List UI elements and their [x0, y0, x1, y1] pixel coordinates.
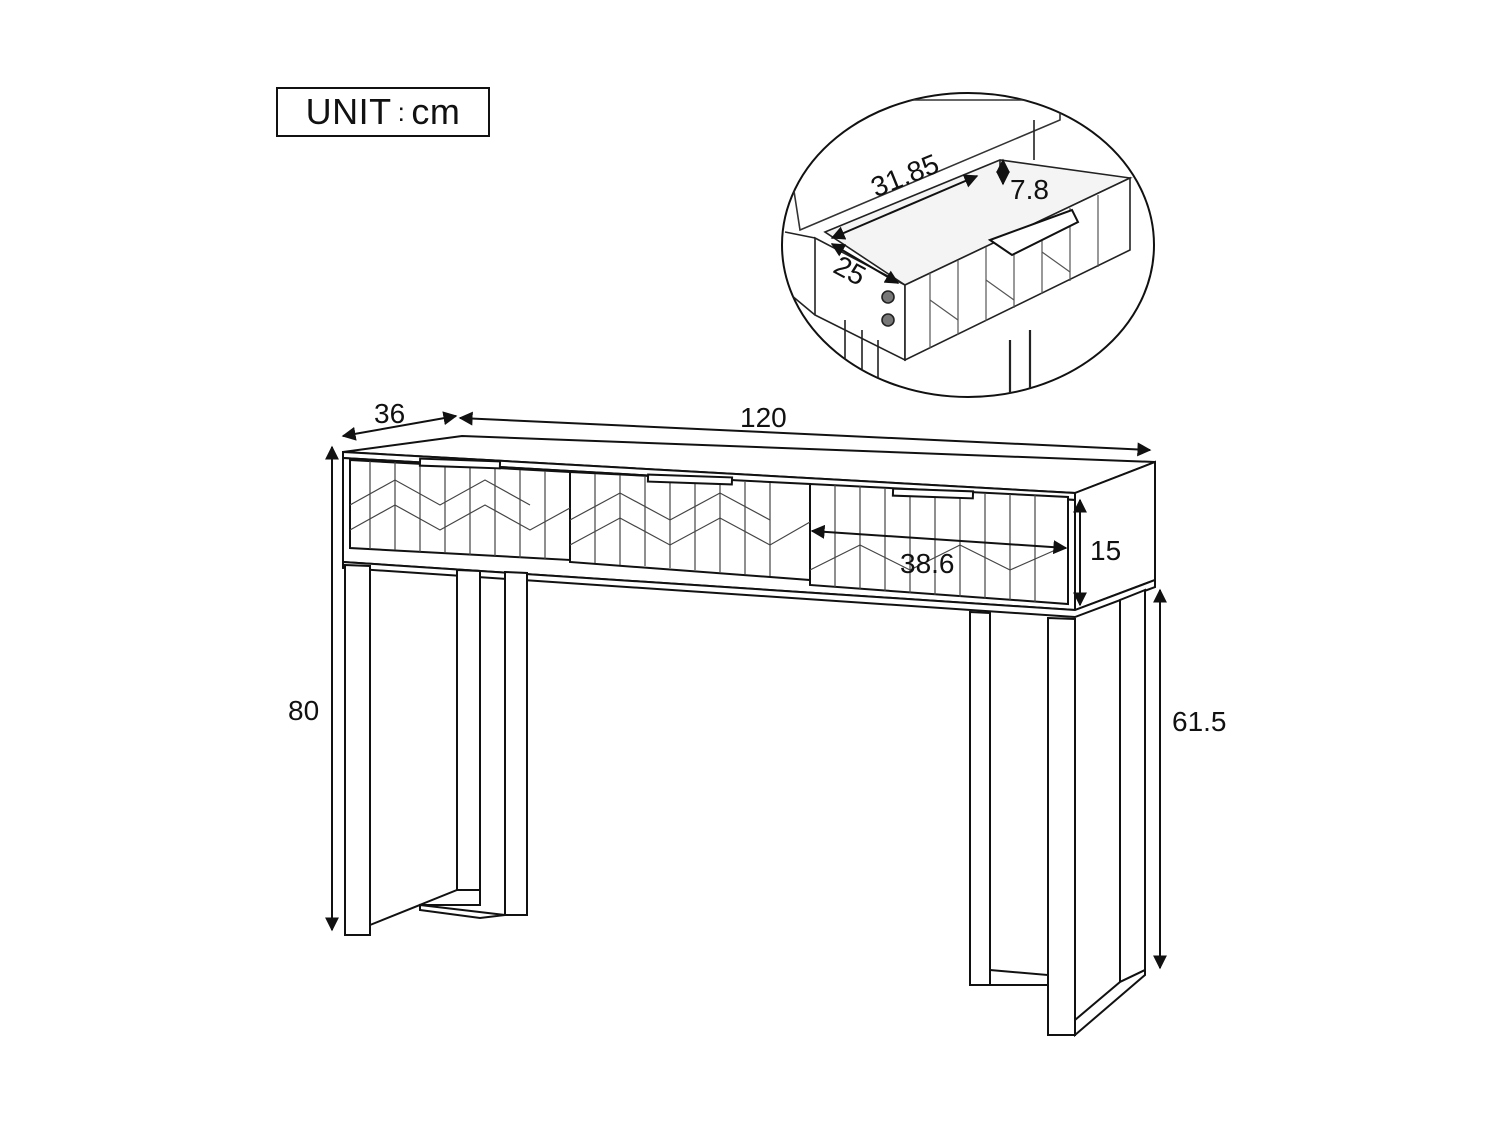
console-table: [342, 434, 1156, 1038]
depth-arrow: [341, 411, 458, 441]
inner-height-label: 7.8: [1010, 174, 1049, 205]
drawer-front-width-label: 38.6: [900, 548, 955, 579]
handle-left: [418, 457, 502, 470]
drawer-left: [349, 458, 571, 562]
depth-label: 36: [374, 398, 406, 429]
drawer-pattern: [349, 461, 1061, 602]
unit-separator: :: [397, 96, 406, 127]
unit-label: UNIT: [305, 91, 392, 132]
drawer-detail-inset: [781, 92, 1155, 398]
dimension-lines: [325, 411, 1167, 970]
drawer-right: [809, 482, 1069, 606]
handle-right: [891, 487, 975, 500]
drawer-handle: [987, 208, 1080, 257]
width-arrow: [458, 411, 1152, 457]
drawer-width-arrow: [810, 524, 1068, 555]
leg-height-label: 61.5: [1172, 706, 1227, 737]
drawer-box-height-label: 15: [1090, 535, 1122, 566]
width-label: 120: [740, 402, 787, 433]
leg-left-front: [344, 563, 371, 936]
leg-right-front: [969, 610, 991, 986]
height-label: 80: [288, 695, 320, 726]
handle-middle: [646, 473, 734, 486]
unit-badge: UNIT : cm: [276, 87, 490, 137]
inner-width-arrow: [830, 174, 979, 240]
unit-value: cm: [411, 91, 461, 132]
inner-depth-arrow: [830, 243, 900, 284]
